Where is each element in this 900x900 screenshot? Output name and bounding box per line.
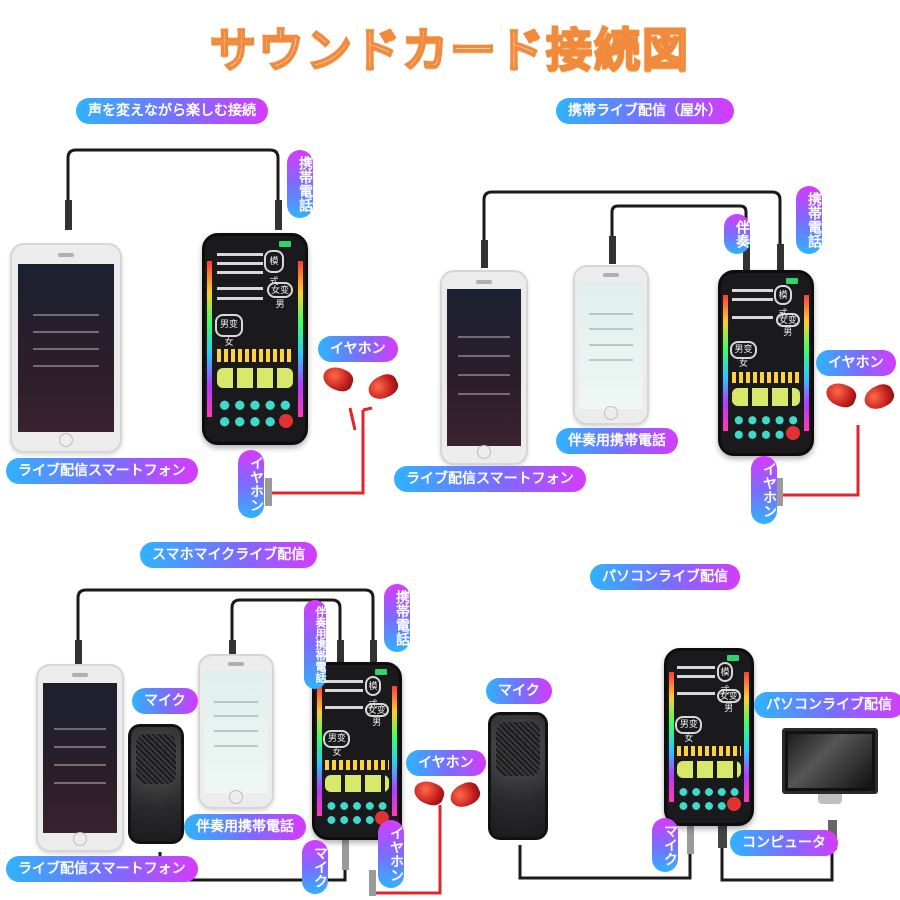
section-pc-live: パソコンライブ配信 bbox=[590, 564, 740, 590]
cable-live-phone-2 bbox=[482, 190, 782, 248]
cable-phone-to-card-1 bbox=[66, 148, 280, 205]
jack-plug bbox=[777, 244, 784, 272]
cable-accomp-phone-2 bbox=[610, 204, 748, 248]
jack-plug bbox=[337, 640, 344, 668]
jack-plug bbox=[776, 478, 783, 506]
male-female-button: 男变女 bbox=[675, 716, 703, 744]
microphone bbox=[488, 712, 548, 840]
label-earphones-2: イヤホン bbox=[816, 350, 896, 376]
label-earphones-1: イヤホン bbox=[318, 336, 398, 362]
label-earphones-3: イヤホン bbox=[406, 750, 486, 776]
jack-plug bbox=[275, 200, 282, 230]
label-mobile-phone-2: 携帯電話 bbox=[796, 186, 822, 254]
label-mic-jack-3: マイク bbox=[302, 840, 328, 894]
live-smartphone bbox=[440, 270, 528, 465]
jack-plug bbox=[609, 236, 616, 264]
cable-live-phone-3 bbox=[76, 588, 375, 645]
section-smartphone-mic-live: スマホマイクライブ配信 bbox=[140, 542, 318, 568]
sound-card: 模式 女变男 男变女 bbox=[312, 662, 402, 840]
phone-camera bbox=[58, 253, 74, 258]
indicator-light bbox=[279, 241, 291, 248]
label-accompaniment: 伴奏 bbox=[724, 214, 750, 254]
monitor-stand bbox=[818, 794, 842, 804]
mode-button: 模式 bbox=[774, 284, 792, 319]
label-earphones-jack-3: イヤホン bbox=[378, 820, 404, 888]
mode-button: 模式 bbox=[264, 249, 284, 287]
jack-plug bbox=[65, 200, 72, 230]
jack-plug bbox=[369, 870, 376, 896]
cable-earphones-2 bbox=[779, 425, 860, 497]
label-live-smartphone-1: ライブ配信スマートフォン bbox=[6, 458, 198, 484]
sound-card: 模式 女变男 男变女 bbox=[718, 270, 814, 456]
label-accompaniment-phone-3b: 伴奏用携帯電話 bbox=[184, 814, 306, 840]
label-accompaniment-phone-3: 伴奏用携帯電話 bbox=[304, 600, 327, 689]
female-male-button: 女变男 bbox=[775, 312, 801, 338]
home-button bbox=[59, 432, 73, 447]
label-mic-3: マイク bbox=[132, 688, 198, 714]
cable-earphones-3 bbox=[372, 805, 442, 895]
label-live-smartphone-3: ライブ配信スマートフォン bbox=[6, 856, 198, 882]
level-meter bbox=[217, 349, 293, 362]
female-male-button: 女变男 bbox=[716, 689, 741, 714]
page-title: サウンドカード接続図 bbox=[209, 22, 690, 78]
male-female-button: 男变女 bbox=[730, 341, 757, 369]
label-mic-jack-4: マイク bbox=[652, 818, 678, 872]
jack-plug bbox=[687, 826, 694, 854]
live-smartphone bbox=[36, 664, 124, 852]
live-smartphone bbox=[10, 243, 122, 453]
label-pc-live: パソコンライブ配信 bbox=[754, 692, 900, 718]
label-computer: コンピュータ bbox=[730, 830, 838, 856]
label-mobile-phone-1: 携帯電話 bbox=[287, 150, 313, 218]
sound-card: 模式 女变男 男变女 bbox=[664, 648, 754, 826]
jack-plug bbox=[743, 244, 750, 272]
jack-plug bbox=[370, 640, 377, 668]
male-female-button: 男变女 bbox=[215, 314, 243, 348]
cable-earphones-1 bbox=[268, 406, 373, 495]
jack-plug bbox=[342, 840, 349, 870]
label-earphones-jack-2: イヤホン bbox=[751, 456, 777, 524]
accompaniment-phone bbox=[198, 654, 274, 809]
label-earphones-jack-1: イヤホン bbox=[238, 450, 264, 518]
label-mobile-phone-3: 携帯電話 bbox=[384, 584, 410, 652]
section-mobile-live-outdoor: 携帯ライブ配信（屋外） bbox=[556, 98, 734, 124]
microphone bbox=[128, 724, 184, 844]
sound-card: 模式 女变男 男变女 bbox=[202, 233, 308, 445]
card-display: 模式 女变男 bbox=[217, 248, 293, 310]
male-female-button: 男变女 bbox=[323, 730, 351, 758]
cable-computer-4 bbox=[720, 830, 834, 882]
female-male-button: 女变男 bbox=[267, 281, 293, 310]
label-live-smartphone-2: ライブ配信スマートフォン bbox=[394, 466, 586, 492]
effect-keys bbox=[217, 367, 293, 389]
label-mic-4: マイク bbox=[486, 678, 552, 704]
mode-button: 模式 bbox=[716, 662, 734, 696]
female-male-button: 女变男 bbox=[364, 703, 389, 728]
jack-plug bbox=[75, 640, 82, 668]
accompaniment-phone bbox=[573, 265, 649, 425]
mode-button: 模式 bbox=[364, 676, 382, 710]
label-accompaniment-phone-2: 伴奏用携帯電話 bbox=[556, 428, 678, 454]
jack-plug bbox=[481, 240, 488, 268]
phone-screen bbox=[18, 263, 114, 433]
usb-plug bbox=[718, 826, 727, 848]
jack-plug bbox=[265, 478, 272, 506]
power-button bbox=[279, 413, 293, 428]
section-voice-change: 声を変えながら楽しむ接続 bbox=[76, 98, 268, 124]
computer-monitor bbox=[782, 728, 878, 794]
cable-accomp-phone-3 bbox=[230, 598, 342, 645]
